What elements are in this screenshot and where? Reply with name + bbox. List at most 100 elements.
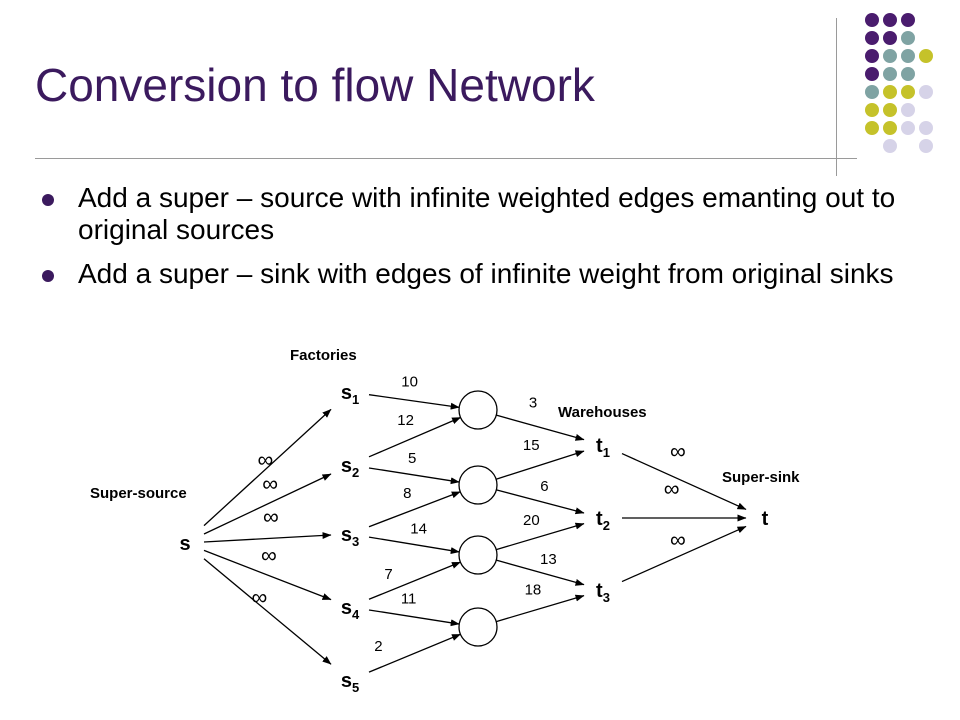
edge-capacity-label: ∞	[263, 504, 279, 529]
node-m4	[458, 607, 498, 647]
edge-t1-t	[621, 452, 747, 511]
edge-capacity-label: 10	[401, 373, 418, 390]
edge-capacity-label: 6	[540, 478, 548, 495]
svg-text:s: s	[179, 533, 190, 555]
edge-capacity-label: 7	[384, 566, 392, 583]
decorative-dot	[901, 85, 915, 99]
svg-text:s5: s5	[341, 670, 359, 695]
edge-t3-t	[621, 525, 747, 583]
edge-s2-m1	[368, 416, 462, 458]
decorative-dot	[901, 121, 915, 135]
decorative-dot	[901, 31, 915, 45]
svg-text:t3: t3	[596, 580, 610, 605]
node-s1: s1	[341, 382, 359, 407]
node-t2: t2	[596, 508, 610, 533]
edge-m4-t3	[496, 594, 585, 623]
edge-m2-t2	[496, 489, 585, 515]
edge-capacity-label: 13	[540, 551, 557, 568]
edge-s5-m4	[368, 633, 461, 673]
edge-capacity-label: ∞	[664, 476, 680, 501]
super-source-label: Super-source	[90, 485, 187, 502]
edge-s-s4	[203, 549, 332, 601]
decorative-dot	[865, 85, 879, 99]
edge-capacity-label: 14	[410, 520, 427, 537]
node-s3: s3	[341, 524, 359, 549]
corner-divider	[836, 18, 837, 176]
decorative-dot-grid	[865, 13, 933, 153]
edge-s-s2	[203, 473, 332, 535]
factories-label: Factories	[290, 347, 357, 364]
decorative-dot	[919, 49, 933, 63]
title-divider	[35, 158, 857, 159]
bullet-super-source: Add a super – source with infinite weigh…	[38, 182, 898, 246]
decorative-dot	[919, 85, 933, 99]
decorative-dot	[883, 13, 897, 27]
node-s2: s2	[341, 455, 359, 480]
warehouses-label: Warehouses	[558, 404, 647, 421]
node-t1: t1	[596, 435, 610, 460]
edge-capacity-label: ∞	[261, 542, 277, 567]
decorative-dot	[901, 67, 915, 81]
edge-capacity-label: ∞	[670, 527, 686, 552]
svg-text:t: t	[762, 508, 769, 530]
svg-text:t1: t1	[596, 435, 610, 460]
decorative-dot	[883, 31, 897, 45]
decorative-dot	[919, 139, 933, 153]
decorative-dot	[865, 31, 879, 45]
svg-text:s2: s2	[341, 455, 359, 480]
slide-title: Conversion to flow Network	[35, 59, 595, 111]
decorative-dot	[901, 13, 915, 27]
svg-text:s3: s3	[341, 524, 359, 549]
decorative-dot	[883, 49, 897, 63]
edge-capacity-label: 11	[401, 591, 417, 608]
node-m1	[458, 390, 498, 430]
node-s4: s4	[341, 597, 360, 622]
decorative-dot	[865, 103, 879, 117]
decorative-dot	[865, 49, 879, 63]
decorative-dot	[883, 67, 897, 81]
edge-s-s5	[203, 558, 332, 665]
edge-capacity-label: 5	[408, 450, 416, 467]
edge-m3-t2	[496, 522, 585, 551]
bullet-super-sink: Add a super – sink with edges of infinit…	[38, 258, 898, 290]
edge-s4-m3	[368, 561, 461, 600]
bullet-list: Add a super – source with infinite weigh…	[38, 182, 898, 302]
edge-capacity-label: 12	[397, 412, 414, 429]
decorative-dot	[883, 103, 897, 117]
edge-capacity-label: 18	[525, 582, 542, 599]
edge-capacity-label: ∞	[257, 447, 273, 472]
edge-s-s3	[203, 532, 332, 543]
node-t3: t3	[596, 580, 610, 605]
edge-capacity-label: 8	[403, 485, 411, 502]
edge-s2-m2	[368, 467, 460, 485]
node-t: t	[762, 508, 769, 530]
node-s: s	[179, 533, 190, 555]
edge-s1-m1	[368, 394, 460, 410]
edge-s4-m4	[368, 609, 460, 627]
edge-m1-t1	[496, 414, 585, 441]
node-m3	[458, 535, 498, 575]
node-m2	[458, 465, 498, 505]
edge-capacity-label: ∞	[670, 439, 686, 464]
edge-capacity-label: 3	[529, 395, 537, 412]
edge-capacity-label: 20	[523, 512, 540, 529]
edge-s3-m3	[368, 536, 460, 555]
decorative-dot	[883, 139, 897, 153]
decorative-dot	[865, 121, 879, 135]
svg-text:s1: s1	[341, 382, 359, 407]
edge-s3-m2	[368, 491, 461, 528]
decorative-dot	[919, 121, 933, 135]
decorative-dot	[883, 85, 897, 99]
decorative-dot	[883, 121, 897, 135]
edge-capacity-label: 15	[523, 437, 540, 454]
svg-text:s4: s4	[341, 597, 360, 622]
edge-m2-t1	[495, 450, 585, 480]
edge-s-s1	[203, 408, 332, 527]
svg-text:t2: t2	[596, 508, 610, 533]
decorative-dot	[901, 103, 915, 117]
edge-m3-t3	[496, 559, 585, 586]
decorative-dot	[865, 13, 879, 27]
edge-capacity-label: ∞	[262, 471, 278, 496]
edge-capacity-label: 2	[374, 638, 382, 655]
